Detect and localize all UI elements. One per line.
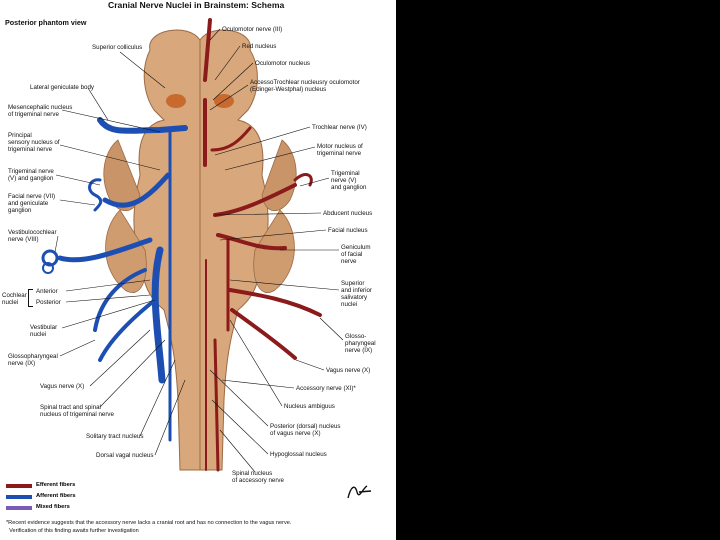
efferent-fibers (203, 18, 322, 472)
label-oculomotor-nucleus: Oculomotor nucleus (255, 60, 311, 67)
leader-lines (54, 28, 344, 473)
label-posterior-vagal: Posterior (dorsal) nucleus of vagus nerv… (270, 423, 341, 437)
diagram-title: Cranial Nerve Nuclei in Brainstem: Schem… (108, 0, 285, 10)
diagram-plate: Cranial Nerve Nuclei in Brainstem: Schem… (0, 0, 396, 540)
label-trochlear-nerve: Trochlear nerve (IV) (312, 124, 367, 131)
legend-label-efferent: Efferent fibers (36, 482, 76, 488)
label-spinal-accessory: Spinal nucleus of accessory nerve (232, 470, 284, 484)
label-geniculum: Geniculum of facial nerve (341, 244, 371, 265)
label-glossopharyngeal-left: Glossopharyngeal nerve (IX) (8, 353, 58, 367)
label-abducent-nucleus: Abducent nucleus (323, 210, 373, 217)
label-salivatory: Superior and inferior salivatory nuclei (341, 280, 372, 308)
label-anterior: Anterior (36, 288, 58, 295)
label-accessory-oculomotor: AccessoTrochlear nucleusry oculomotor (E… (250, 79, 360, 93)
label-principal-sensory: Principal sensory nucleus of trigeminal … (8, 132, 60, 153)
label-hypoglossal: Hypoglossal nucleus (270, 451, 327, 458)
label-superior-colliculus: Superior colliculus (92, 44, 143, 51)
label-cochlear-nuclei: Cochlear nuclei (2, 292, 27, 306)
footnote: *Recent evidence suggests that the acces… (6, 520, 292, 534)
label-lateral-geniculate: Lateral geniculate body (30, 84, 94, 91)
label-dorsal-vagal: Dorsal vagal nucleus (96, 452, 154, 459)
label-trigeminal-right: Trigeminal nerve (V) and ganglion (331, 170, 367, 191)
cochlear-brace (28, 289, 33, 307)
label-solitary-tract: Solitary tract nucleus (86, 433, 144, 440)
afferent-fibers (41, 117, 188, 442)
legend-label-mixed: Mixed fibers (36, 504, 70, 510)
label-posterior: Posterior (36, 299, 61, 306)
label-vagus-right: Vagus nerve (X) (326, 367, 371, 374)
label-motor-nucleus: Motor nucleus of trigeminal nerve (317, 143, 363, 157)
legend-swatch-efferent (6, 484, 32, 488)
label-vestibular-nuclei: Vestibular nuclei (30, 324, 58, 338)
label-facial-nerve: Facial nerve (VII) and geniculate gangli… (8, 193, 56, 214)
label-nucleus-ambiguus: Nucleus ambiguus (284, 403, 335, 410)
legend-label-afferent: Afferent fibers (36, 493, 76, 499)
label-trigeminal-left: Trigeminal nerve (V) and ganglion (8, 168, 54, 182)
label-accessory-nerve: Accessory nerve (XI)* (296, 385, 356, 392)
brainstem-tissue (103, 29, 297, 471)
legend-swatch-afferent (6, 495, 32, 499)
label-mesencephalic-nucleus: Mesencephalic nucleus of trigeminal nerv… (8, 104, 73, 118)
label-spinal-tract: Spinal tract and spinal nucleus of trige… (40, 404, 114, 418)
label-oculomotor-nerve: Oculomotor nerve (III) (222, 26, 283, 33)
brainstem-illustration (41, 18, 322, 472)
label-vagus-left: Vagus nerve (X) (40, 383, 85, 390)
diagram-subtitle: Posterior phantom view (5, 18, 87, 27)
label-red-nucleus: Red nucleus (242, 43, 277, 50)
label-glossopharyngeal-right: Glosso- pharyngeal nerve (IX) (345, 333, 376, 354)
label-vestibulocochlear: Vestibulocochlear nerve (VIII) (8, 229, 57, 243)
netter-signature (347, 485, 372, 499)
label-facial-nucleus: Facial nucleus (328, 227, 368, 234)
legend-swatch-mixed (6, 506, 32, 510)
